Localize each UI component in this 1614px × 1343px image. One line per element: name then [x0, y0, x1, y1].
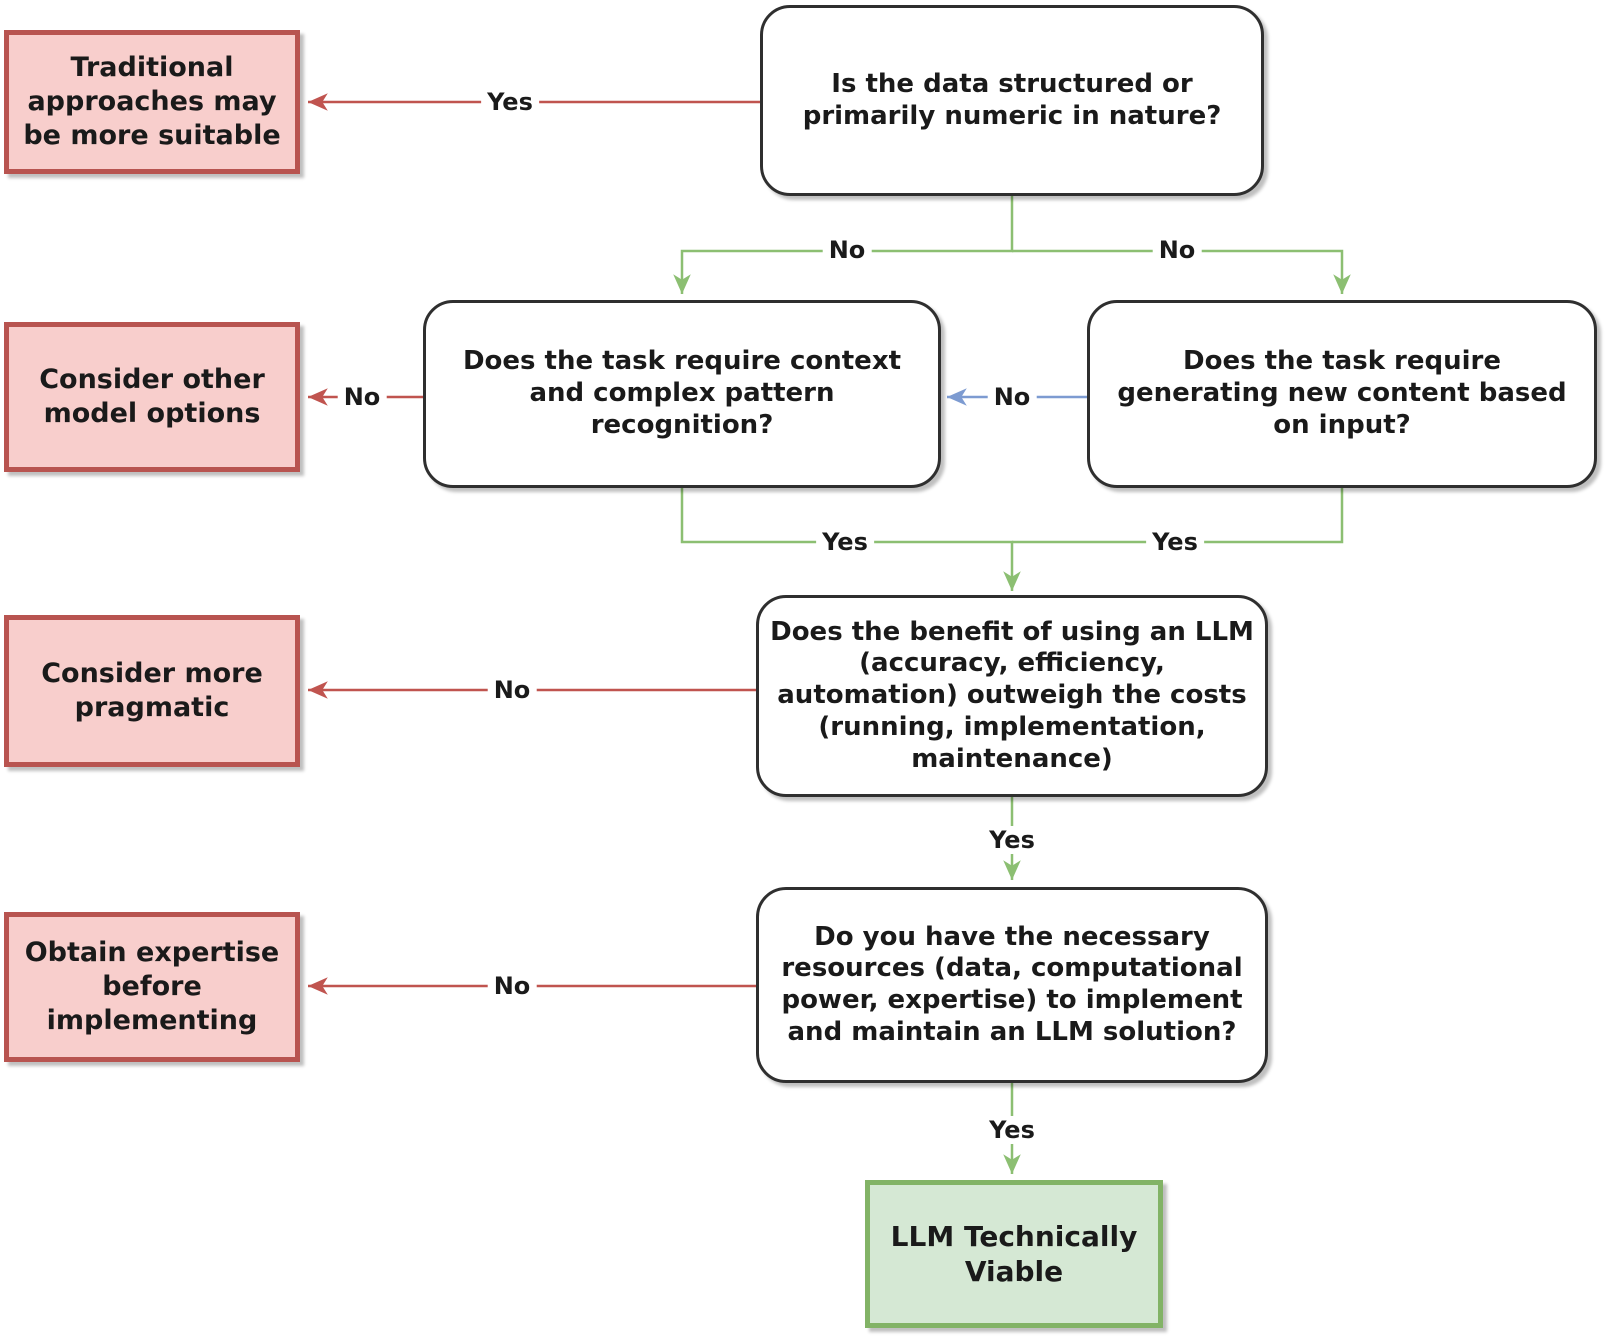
node-consider-other-models: Consider other model options — [4, 322, 300, 472]
node-text: Obtain expertise before implementing — [24, 937, 280, 1036]
node-text: Traditional approaches may be more suita… — [23, 52, 281, 151]
node-text: Do you have the necessary resources (dat… — [781, 921, 1243, 1047]
node-text: LLM Technically Viable — [890, 1220, 1138, 1288]
node-question-data-structured: Is the data structured or primarily nume… — [760, 5, 1264, 196]
node-text: Consider other model options — [39, 364, 265, 429]
node-question-resources: Do you have the necessary resources (dat… — [756, 887, 1268, 1083]
edge-label-yes: Yes — [1146, 528, 1204, 556]
edge-structured-to-generate — [1012, 249, 1351, 294]
node-text: Consider more pragmatic — [41, 658, 263, 723]
node-text: Is the data structured or primarily nume… — [802, 68, 1222, 131]
edge-label-no: No — [822, 236, 872, 264]
edge-label-yes: Yes — [983, 1116, 1041, 1144]
node-question-context-pattern: Does the task require context and comple… — [423, 300, 941, 488]
node-traditional-approaches: Traditional approaches may be more suita… — [4, 30, 300, 174]
edge-label-yes: Yes — [983, 826, 1041, 854]
node-question-generate-content: Does the task require generating new con… — [1087, 300, 1597, 488]
node-text: Does the task require generating new con… — [1117, 346, 1567, 440]
node-obtain-expertise: Obtain expertise before implementing — [4, 912, 300, 1062]
edge-label-no: No — [337, 383, 387, 411]
edge-label-yes: Yes — [481, 88, 539, 116]
node-text: Does the benefit of using an LLM (accura… — [770, 616, 1254, 774]
edge-label-no: No — [487, 972, 537, 1000]
edge-label-yes: Yes — [816, 528, 874, 556]
edge-generate-to-benefit — [1012, 488, 1344, 544]
edge-label-no: No — [1152, 236, 1202, 264]
node-question-benefit-costs: Does the benefit of using an LLM (accura… — [756, 595, 1268, 797]
node-text: Does the task require context and comple… — [462, 346, 902, 440]
node-llm-technically-viable: LLM Technically Viable — [865, 1180, 1163, 1328]
edge-label-no: No — [987, 383, 1037, 411]
edge-label-no: No — [487, 676, 537, 704]
node-consider-pragmatic: Consider more pragmatic — [4, 615, 300, 767]
